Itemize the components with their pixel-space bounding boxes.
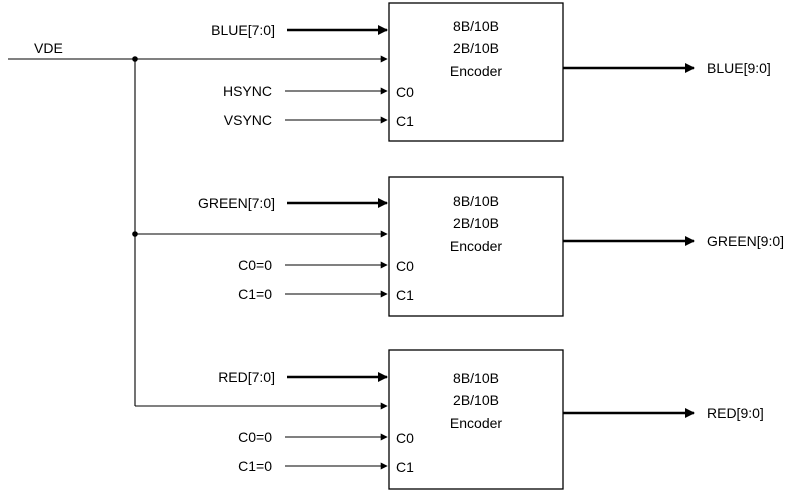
- vde-label: VDE: [34, 40, 63, 56]
- port-c0-label: C0: [396, 84, 414, 100]
- encoder-title-line: 2B/10B: [453, 392, 499, 408]
- encoder-title-line: 8B/10B: [453, 193, 499, 209]
- c1-signal-label: VSYNC: [224, 112, 272, 128]
- data-output-label: RED[9:0]: [707, 405, 764, 421]
- data-output-label: GREEN[9:0]: [707, 233, 784, 249]
- encoder-green: 8B/10B 2B/10B Encoder C0 C1 GREEN[7:0] C…: [135, 176, 784, 317]
- encoder-red: 8B/10B 2B/10B Encoder C0 C1 RED[7:0] C0=…: [135, 349, 764, 490]
- encoder-box: [388, 176, 564, 317]
- data-input-label: BLUE[7:0]: [211, 22, 275, 38]
- c0-signal-label: HSYNC: [223, 83, 272, 99]
- encoder-box: [388, 2, 564, 142]
- encoder-title-line: Encoder: [450, 238, 502, 254]
- encoder-title-line: 8B/10B: [453, 370, 499, 386]
- encoder-title-line: Encoder: [450, 415, 502, 431]
- data-output-label: BLUE[9:0]: [707, 60, 771, 76]
- c1-signal-label: C1=0: [238, 286, 272, 302]
- encoder-title-line: 2B/10B: [453, 215, 499, 231]
- port-c1-label: C1: [396, 113, 414, 129]
- port-c0-label: C0: [396, 258, 414, 274]
- encoder-box: [388, 349, 564, 490]
- c1-signal-label: C1=0: [238, 458, 272, 474]
- encoder-title-line: 8B/10B: [453, 18, 499, 34]
- c0-signal-label: C0=0: [238, 257, 272, 273]
- data-input-label: RED[7:0]: [218, 369, 275, 385]
- encoder-title-line: Encoder: [450, 63, 502, 79]
- port-c1-label: C1: [396, 287, 414, 303]
- c0-signal-label: C0=0: [238, 429, 272, 445]
- port-c0-label: C0: [396, 430, 414, 446]
- encoder-title-line: 2B/10B: [453, 40, 499, 56]
- port-c1-label: C1: [396, 459, 414, 475]
- encoder-blue: 8B/10B 2B/10B Encoder C0 C1 BLUE[7:0] HS…: [135, 2, 771, 142]
- data-input-label: GREEN[7:0]: [198, 195, 275, 211]
